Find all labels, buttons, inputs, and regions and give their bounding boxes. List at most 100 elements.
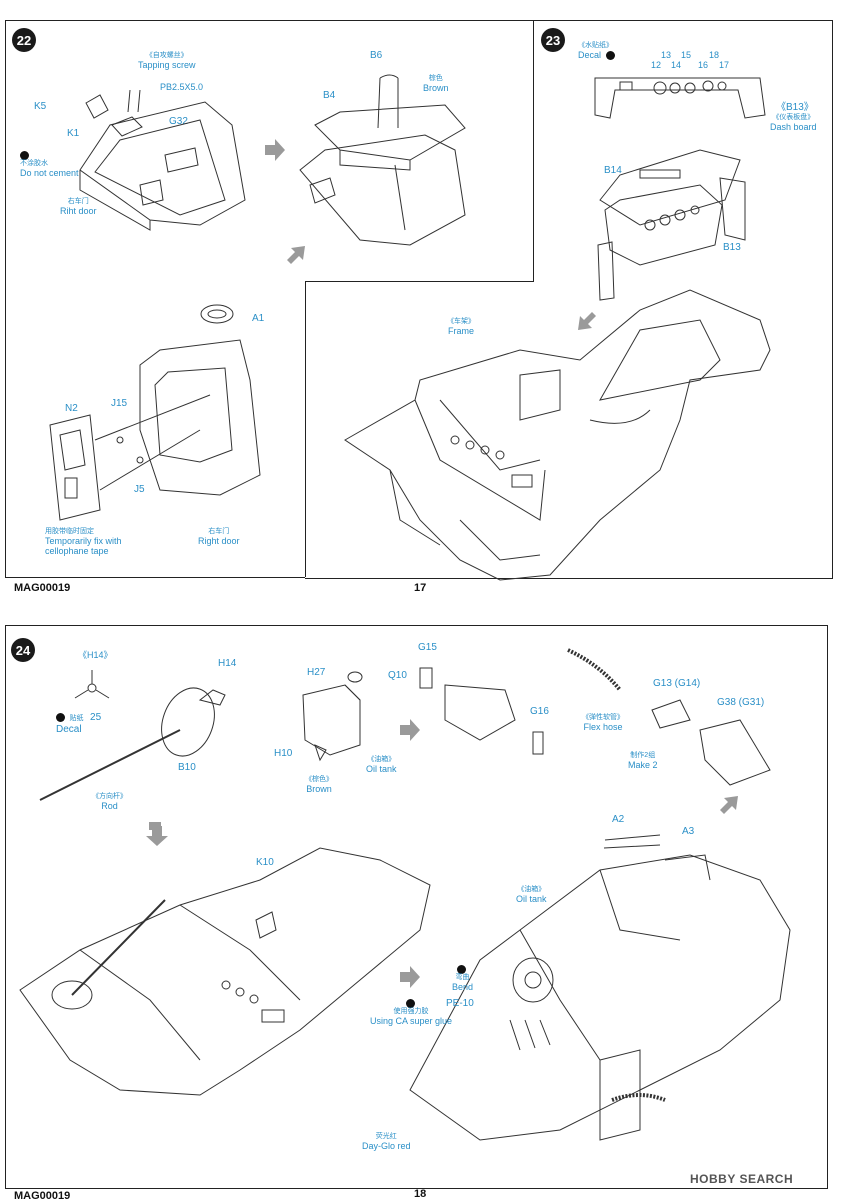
step-number: 24 (11, 638, 35, 662)
part-k5: K5 (34, 101, 47, 112)
label-cn: 《方向杆》 (92, 793, 127, 800)
part-k10: K10 (256, 857, 274, 868)
label-en: Do not cement (20, 168, 79, 179)
label-en: Make 2 (628, 760, 658, 771)
part-g32: G32 (169, 116, 188, 127)
label-en: Decal (56, 723, 82, 735)
decal-number: 15 (681, 50, 692, 60)
label-en: Rod (101, 801, 118, 812)
product-code: MAG00019 (14, 1190, 71, 1202)
part-b4: B4 (323, 90, 336, 101)
rod-label: 《方向杆》 Rod (92, 793, 127, 811)
tape-label: 用胶带临时固定 Temporarily fix with cellophane … (45, 528, 122, 557)
label-cn: 《油箱》 (367, 756, 396, 763)
label-cn: 贴纸 (69, 715, 84, 722)
right-door-label: 右车门 Right door (198, 528, 240, 546)
make2-label: 制作2组 Make 2 (628, 752, 658, 770)
label-cn: 《自攻螺丝》 (145, 52, 188, 59)
no-cement-icon (20, 151, 29, 161)
oil-tank-label: 《油箱》 Oil tank (516, 886, 547, 904)
part-g15: G15 (418, 642, 437, 653)
part-j15: J15 (111, 398, 128, 409)
decal-number: 17 (719, 60, 730, 70)
riht-door-label: 右车门 Riht door (60, 198, 97, 216)
part-b10: B10 (178, 762, 196, 773)
label-cn: 《仪表板盘》 (772, 114, 815, 121)
divider (305, 281, 533, 282)
part-a2: A2 (612, 814, 625, 825)
label-en: Day-Glo red (362, 1141, 411, 1152)
decal-number: 14 (671, 60, 682, 70)
part-h27: H27 (307, 667, 326, 678)
step-number: 22 (12, 28, 36, 52)
frame-label: 《车架》 Frame (447, 318, 475, 336)
label-en: Dash board (770, 122, 817, 133)
label-cn: 《油箱》 (517, 886, 546, 893)
decal-icon (56, 713, 65, 723)
label-cn: 弯曲 (455, 974, 470, 982)
decal-number: 12 (651, 60, 662, 70)
part-g16: G16 (530, 706, 549, 717)
decal-number: 13 (661, 50, 672, 60)
part-b6: B6 (370, 50, 383, 61)
watermark: HOBBY SEARCH (690, 1172, 794, 1186)
screw-size: PB2.5X5.0 (160, 82, 204, 92)
label-cn: 使用强力胶 (393, 1008, 429, 1016)
part-g38: G38 (G31) (717, 697, 765, 708)
decal-number: 25 (90, 712, 102, 723)
tapping-screw-label: 《自攻螺丝》 Tapping screw (138, 52, 196, 70)
label-en: Flex hose (583, 722, 623, 733)
label-cn: 《弹性软管》 (582, 714, 624, 721)
part-a3: A3 (682, 826, 695, 837)
decal-icon (605, 51, 615, 61)
part-h14-paren: 《H14》 (78, 650, 113, 660)
dayglo-label: 荧光红 Day-Glo red (362, 1133, 411, 1151)
decal-label: 贴纸 25 Decal (56, 712, 101, 735)
decal-label: 《水贴纸》 Decal (578, 42, 617, 61)
label-cn: 《棕色》 (305, 776, 333, 783)
ca-glue-label: 使用强力胶 Using CA super glue (370, 998, 452, 1027)
label-en: Tapping screw (138, 60, 196, 71)
label-en: Using CA super glue (370, 1016, 453, 1027)
flex-hose-label: 《弹性软管》 Flex hose (582, 714, 624, 732)
part-j5: J5 (134, 484, 145, 495)
divider (533, 20, 534, 282)
label-cn: 右车门 (67, 198, 89, 205)
label-cn: 棕色 (428, 75, 443, 82)
label-cn: 荧光红 (375, 1133, 397, 1140)
part-a1: A1 (252, 313, 265, 324)
page-number: 17 (414, 582, 427, 594)
glue-icon (405, 999, 415, 1009)
part-k1: K1 (67, 128, 80, 139)
step-number: 23 (541, 28, 565, 52)
label-cn: 右车门 (208, 528, 230, 535)
oil-tank-label: 《油箱》 Oil tank (366, 756, 397, 774)
bend-icon (457, 965, 467, 975)
label-cn: 用胶带临时固定 (45, 528, 94, 535)
label-en: cellophane tape (45, 546, 109, 557)
step22-panel-lower (5, 281, 307, 578)
part-n2: N2 (65, 403, 78, 414)
brown-label: 《棕色》 Brown (305, 776, 333, 794)
label-cn: 《车架》 (447, 318, 475, 325)
label-en: Right door (198, 536, 240, 547)
bend-label: 弯曲 Bend (452, 964, 473, 993)
part-h10: H10 (274, 748, 293, 759)
part-b13: B13 (723, 242, 741, 253)
part-h14: H14 (218, 658, 237, 669)
part-b14: B14 (604, 165, 622, 176)
label-en: Temporarily fix with (45, 536, 122, 547)
divider (305, 281, 306, 577)
label-en: Brown (306, 784, 332, 795)
label-en: Decal (578, 50, 602, 61)
dashboard-label: 《仪表板盘》 Dash board (770, 114, 817, 132)
decal-number: 18 (709, 50, 720, 60)
brown-label: 棕色 Brown (423, 75, 449, 93)
label-en: Oil tank (516, 894, 547, 905)
part-b13-paren: 《B13》 (776, 102, 814, 113)
part-pe10: PE-10 (446, 998, 474, 1009)
label-cn: 制作2组 (630, 752, 656, 759)
part-q10: Q10 (388, 670, 407, 681)
